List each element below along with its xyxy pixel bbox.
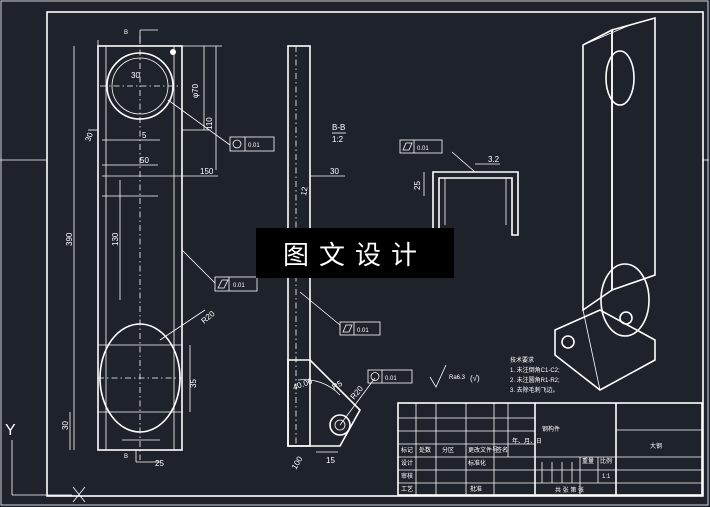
dim-390: 390 bbox=[65, 232, 74, 246]
tolerance-frame-1 bbox=[229, 136, 275, 152]
dim-30-top: 30 bbox=[131, 71, 140, 80]
side-dim-30: 30 bbox=[330, 167, 339, 176]
tb-zone: 分区 bbox=[442, 446, 454, 454]
tb-review: 审核 bbox=[401, 472, 413, 480]
tb-mark: 标记 bbox=[401, 446, 413, 454]
tb-date: 年、月、日 bbox=[512, 437, 542, 445]
tb-weight: 重量 bbox=[582, 457, 594, 465]
side-dim-15: 15 bbox=[326, 456, 335, 465]
inner-frame bbox=[46, 11, 704, 497]
side-dim-100: 100 bbox=[290, 454, 305, 471]
roughness-value: Ra6.3 bbox=[449, 375, 466, 381]
isometric-view bbox=[554, 16, 656, 391]
title-block: 标记 处数 分区 更改文件号 签名 年、月、日 设计 标准化 审核 工艺 批准 … bbox=[397, 402, 703, 496]
section-mark-b-bottom: B bbox=[124, 454, 128, 460]
side-pivot-hole bbox=[329, 414, 351, 436]
tb-scale: 1:1 bbox=[602, 474, 611, 480]
tb-sheet: 共 张 第 张 bbox=[555, 486, 584, 494]
tolerance-value-4: 0.01 bbox=[385, 376, 397, 382]
tolerance-frame-3 bbox=[339, 321, 381, 336]
tb-count: 处数 bbox=[419, 446, 431, 454]
tb-change-doc: 更改文件号 bbox=[468, 446, 498, 454]
ucs-icon bbox=[11, 440, 86, 503]
tolerance-value-5: 0.01 bbox=[417, 146, 429, 152]
side-dim-r20: R20 bbox=[349, 384, 366, 401]
channel-dim-25: 25 bbox=[413, 181, 422, 190]
notes-line-3: 3. 去除毛刺飞边。 bbox=[510, 386, 559, 394]
dim-phi70: φ70 bbox=[191, 83, 200, 98]
tb-designer: 设计 bbox=[401, 459, 413, 467]
svg-text:(√): (√) bbox=[470, 374, 480, 383]
channel-dim-32: 3.2 bbox=[488, 155, 500, 164]
tolerance-frame-2 bbox=[214, 276, 258, 292]
section-mark-b-top: B bbox=[124, 30, 128, 36]
side-dim-12: 12 bbox=[299, 185, 310, 196]
dim-130: 130 bbox=[111, 232, 120, 246]
tb-standard: 标准化 bbox=[468, 459, 486, 467]
dim-30-bottom: 30 bbox=[61, 421, 70, 430]
tb-approve: 批准 bbox=[470, 485, 482, 493]
roughness-symbol: Ra6.3 (√) bbox=[429, 364, 480, 388]
dim-r20: R20 bbox=[200, 309, 217, 326]
dim-25: 25 bbox=[155, 459, 164, 468]
notes-title: 技术要求 bbox=[510, 356, 534, 364]
notes-line-2: 2. 未注圆角R1-R2; bbox=[510, 376, 560, 384]
front-view: 30 φ70 110 390 5 50 150 130 30 35 30 25 … bbox=[61, 29, 275, 468]
dim-150: 150 bbox=[200, 167, 214, 176]
tb-part-name: 钢构件 bbox=[542, 425, 560, 433]
channel-section: 0.01 3.2 25 bbox=[399, 139, 519, 236]
tolerance-frame-5 bbox=[399, 139, 443, 154]
tolerance-value-3: 0.01 bbox=[357, 328, 369, 334]
side-dim-r5: R5 bbox=[331, 379, 345, 392]
notes-line-1: 1. 未注倒角C1-C2; bbox=[510, 366, 560, 374]
tolerance-value-1: 0.01 bbox=[248, 143, 260, 149]
channel-profile bbox=[432, 171, 519, 236]
section-label: B-B bbox=[332, 123, 345, 132]
watermark-label: 图文设计 bbox=[256, 228, 454, 278]
iso-top-hole bbox=[605, 50, 635, 106]
dim-50: 50 bbox=[140, 156, 149, 165]
dim-5: 5 bbox=[142, 131, 147, 140]
tolerance-value-2: 0.01 bbox=[233, 283, 245, 289]
section-scale: 1:2 bbox=[332, 135, 344, 144]
tb-drawing-no: 大钢 bbox=[650, 442, 662, 450]
tb-process: 工艺 bbox=[401, 485, 413, 493]
tb-sign: 签名 bbox=[496, 446, 508, 454]
dim-35: 35 bbox=[189, 379, 198, 388]
dim-110: 110 bbox=[205, 117, 214, 130]
ucs-y-label: Y bbox=[5, 422, 16, 439]
dim-30-left: 30 bbox=[83, 131, 95, 143]
tb-scale-label: 比例 bbox=[600, 457, 612, 465]
technical-notes: 技术要求 1. 未注倒角C1-C2; 2. 未注圆角R1-R2; 3. 去除毛刺… bbox=[510, 356, 560, 394]
tolerance-frame-4 bbox=[367, 369, 413, 384]
